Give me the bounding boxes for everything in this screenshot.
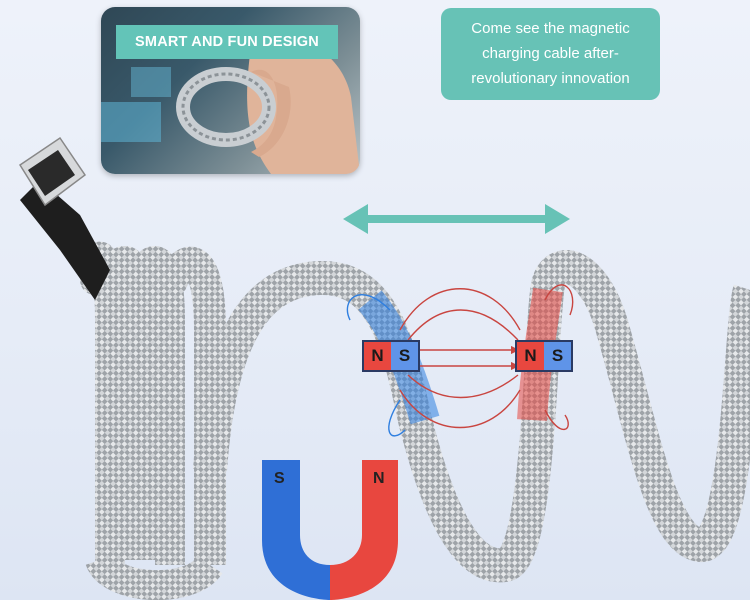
callout-line-1: Come see the magnetic: [471, 20, 630, 37]
left-magnet-s: S: [391, 342, 418, 370]
callout-bubble: Come see the magnetic charging cable aft…: [441, 8, 660, 100]
callout-line-3: revolutionary innovation: [471, 70, 630, 87]
right-magnet-s: S: [544, 342, 571, 370]
horseshoe-s-label: S: [274, 470, 285, 487]
horseshoe-n-label: N: [373, 470, 385, 487]
inset-label: SMART AND FUN DESIGN: [116, 25, 338, 59]
horseshoe-magnet: [262, 460, 398, 600]
usb-c-connector: [18, 136, 110, 300]
cable-coil: [80, 241, 226, 600]
left-bar-magnet: N S: [362, 340, 420, 372]
right-magnet-n: N: [517, 342, 544, 370]
wavy-cable: [193, 250, 750, 583]
inset-photo: SMART AND FUN DESIGN: [101, 7, 360, 174]
field-lines: [346, 284, 574, 437]
coiled-cable-photo: [101, 39, 360, 174]
right-bar-magnet: N S: [515, 340, 573, 372]
left-magnet-n: N: [364, 342, 391, 370]
width-arrow: [343, 204, 570, 234]
callout-line-2: charging cable after-: [482, 45, 619, 62]
